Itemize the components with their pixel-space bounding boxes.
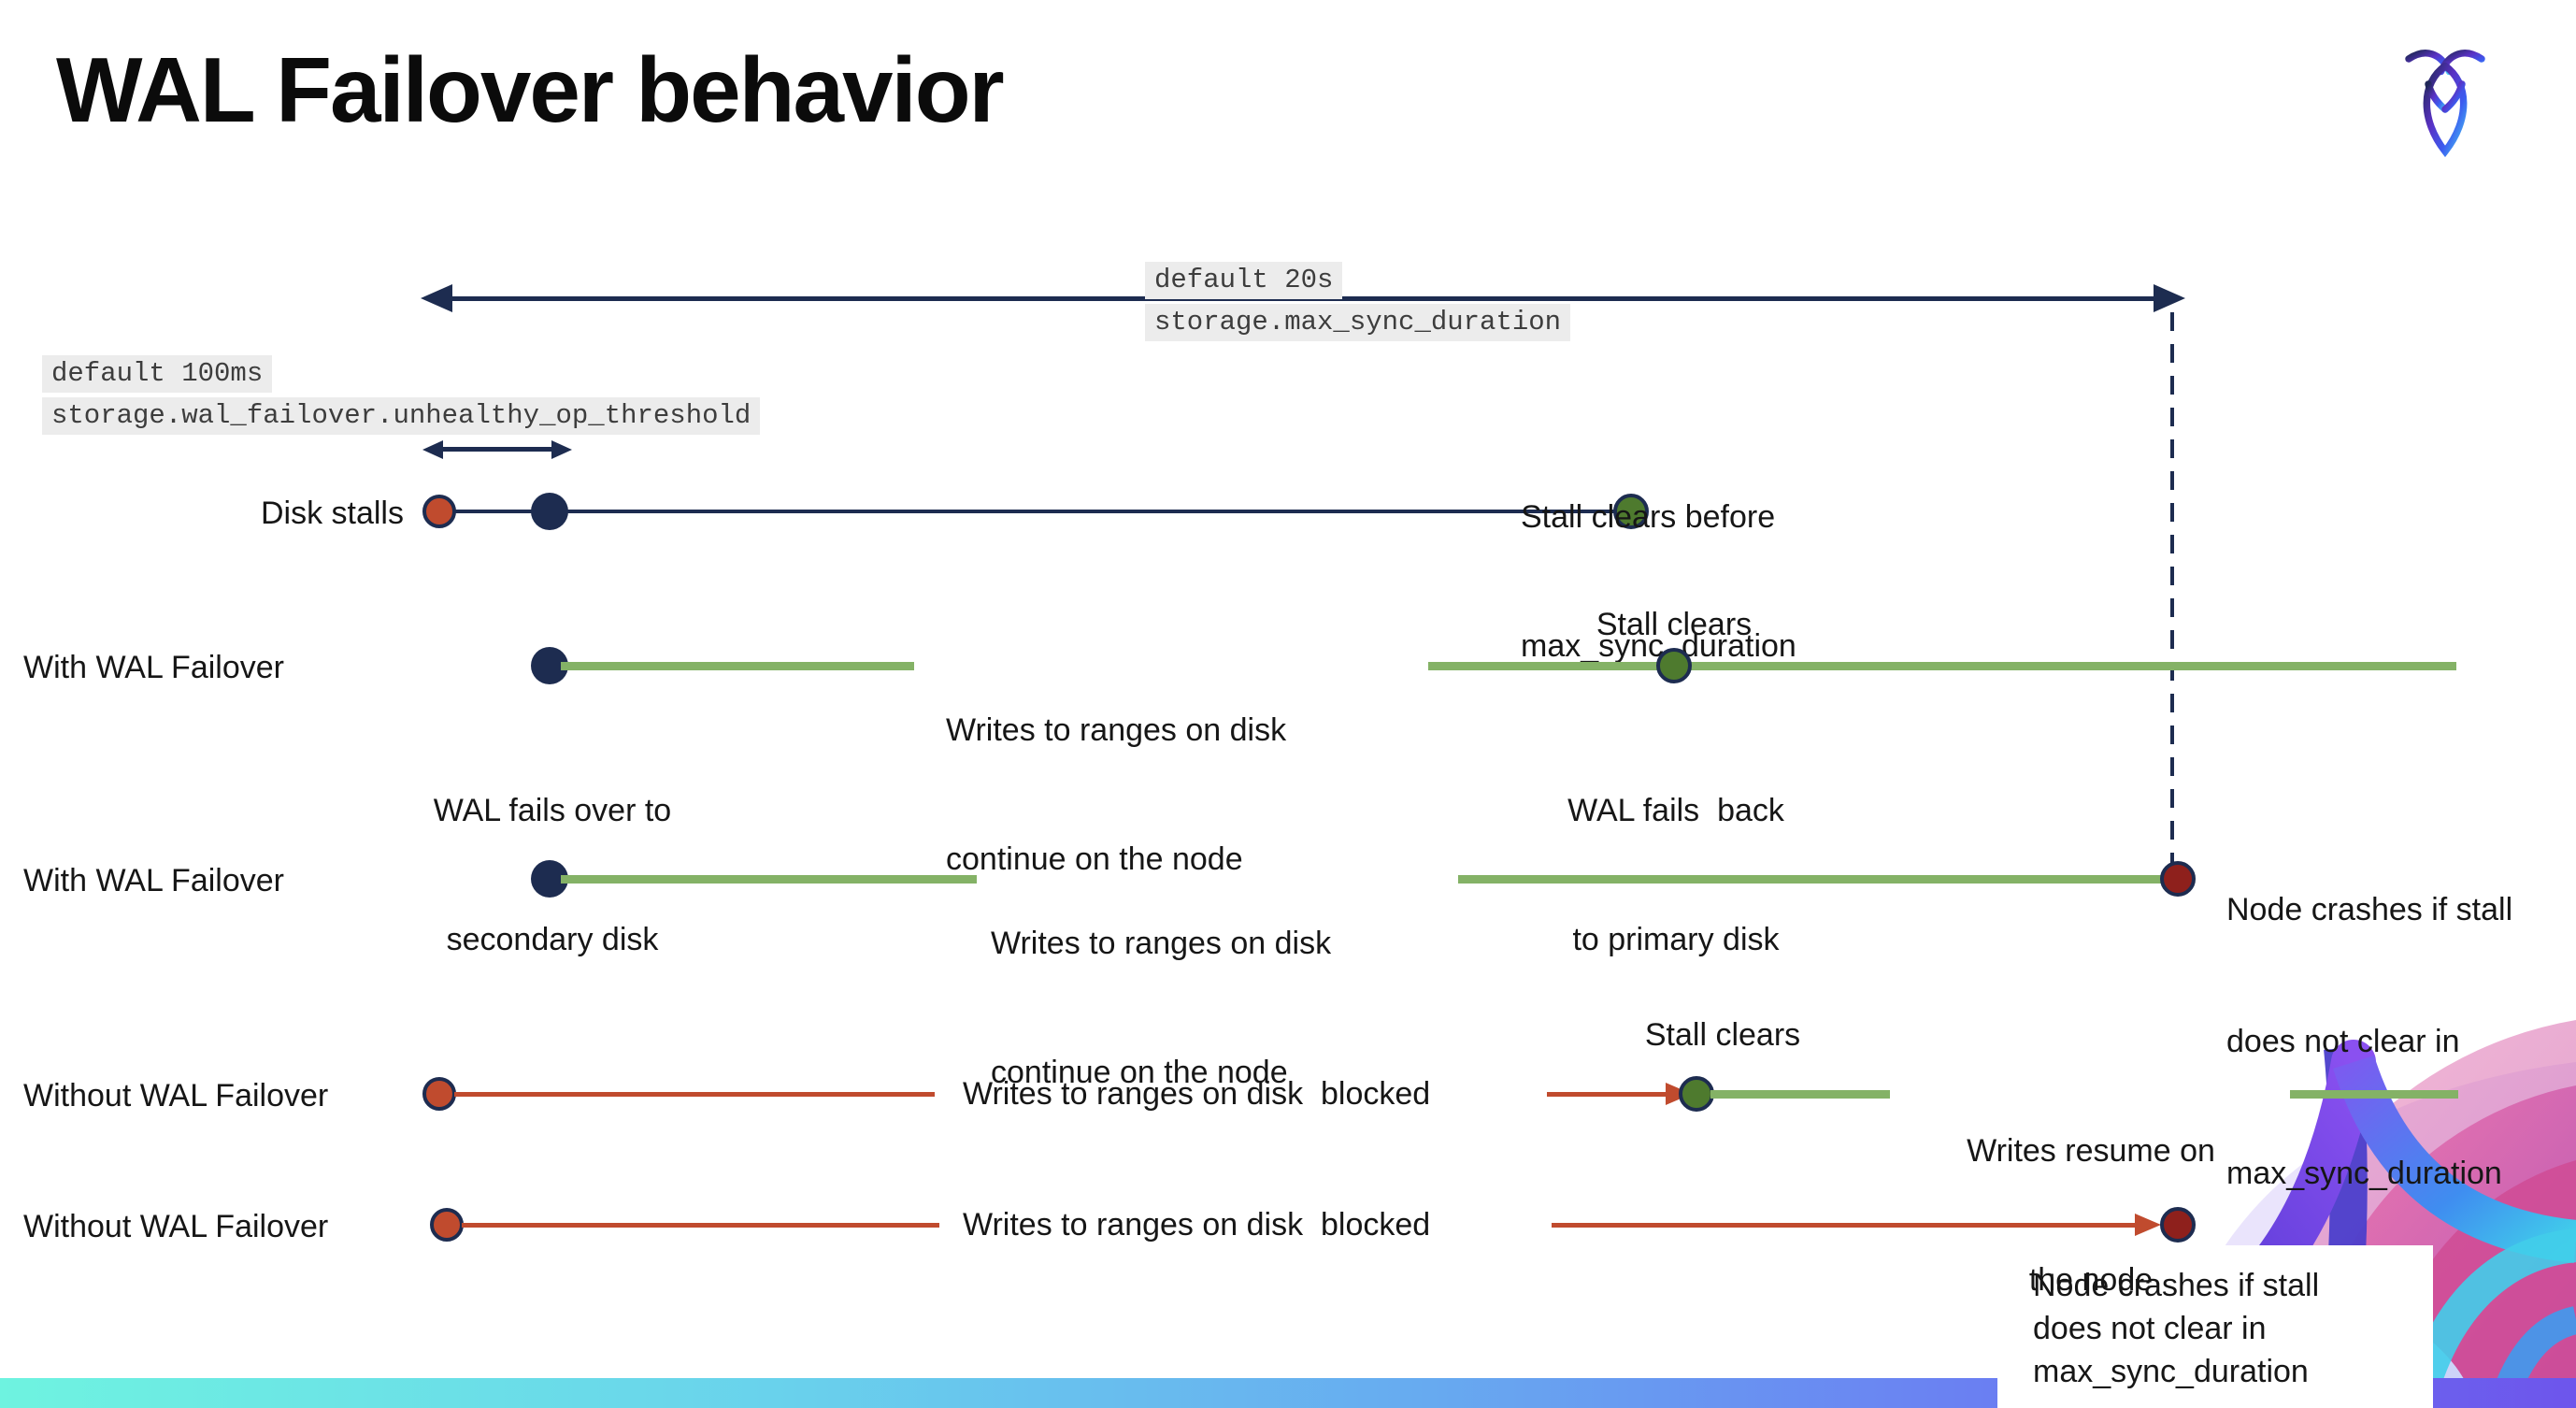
writes-continue-note: Writes to ranges on disk continue on the… [946,623,1286,967]
wal-fails-back-note: WAL fails back to primary disk [1505,703,1847,1047]
timeline-label-with-wal-failover: With WAL Failover [23,650,284,685]
note-line: does not clear in [2226,1024,2460,1059]
node-crash-dot [2160,861,2196,897]
note-line: continue on the node [991,1055,1288,1090]
threshold-arrowhead-right-icon [551,440,572,459]
slide-title: WAL Failover behavior [56,38,1005,141]
unhealthy-op-setting-tag: storage.wal_failover.unhealthy_op_thresh… [42,397,761,435]
max-sync-duration-callout: default 20s storage.max_sync_duration [1145,262,1571,346]
note-line: to primary disk [1572,922,1780,957]
stall-start-dot [422,1077,456,1111]
note-line: WAL fails over to [433,793,672,828]
node-crash-note-line: Node crashes if stall [2033,1268,2320,1303]
note-line: Writes resume on [1967,1133,2215,1169]
stall-start-dot [430,1208,464,1242]
stall-clears-note: Stall clears [1596,607,1753,642]
blocked-writes-line [1552,1223,2137,1228]
note-line: Writes to ranges on disk [991,926,1332,961]
resumed-writes-line [1710,1090,1890,1099]
max-sync-default-tag: default 20s [1145,262,1343,299]
note-line: Stall clears before [1521,499,1776,535]
note-line: the node [2028,1262,2154,1298]
threshold-arrowhead-left-icon [422,440,443,459]
node-crash-note-box: Node crashes if stall does not clear in … [1997,1245,2433,1408]
timeline-label-without-wal-failover: Without WAL Failover [23,1209,329,1244]
blocked-writes-line [454,1092,935,1097]
healthy-writes-line [1458,875,2161,884]
note-line: secondary disk [446,922,659,957]
healthy-writes-line [1428,662,2456,670]
timeline-label-with-wal-failover: With WAL Failover [23,863,284,898]
failover-trigger-dot [531,493,568,530]
node-crash-note: Node crashes if stall does not clear in … [2226,800,2512,1284]
writes-blocked-note: Writes to ranges on disk blocked [963,1076,1431,1112]
timeline-label-without-wal-failover: Without WAL Failover [23,1078,329,1113]
max-sync-timeout-dashed-line [2170,312,2174,864]
stall-clears-note: Stall clears [1644,1017,1801,1053]
unhealthy-op-default-tag: default 100ms [42,355,273,393]
wal-fails-over-note: WAL fails over to secondary disk [381,703,723,1047]
writes-continue-note: Writes to ranges on disk continue on the… [991,836,1331,1180]
blocked-arrowhead-icon [2135,1214,2161,1236]
resumed-writes-line [2290,1090,2458,1099]
note-line: Node crashes if stall [2226,892,2513,927]
note-line: WAL fails back [1567,793,1784,828]
stall-clears-dot [1656,648,1692,683]
node-crash-note-line: max_sync_duration [2033,1354,2309,1389]
note-line: Writes to ranges on disk [946,712,1287,748]
max-sync-setting-tag: storage.max_sync_duration [1145,304,1571,341]
arrowhead-right-icon [2154,284,2185,312]
writes-resume-note: Writes resume on the node [1923,1043,2259,1387]
timeline-label-disk-stalls: Disk stalls [260,496,404,531]
stall-clears-before-note: Stall clears before max_sync_duration [1521,409,1796,754]
note-line: max_sync_duration [2226,1156,2502,1191]
stall-clears-dot [1613,494,1649,529]
healthy-writes-line [561,662,914,670]
arrowhead-left-icon [421,284,452,312]
blocked-writes-line [462,1223,939,1228]
threshold-span-line [439,447,555,452]
healthy-writes-line [561,875,977,884]
disk-stall-timeline-line [439,510,1631,513]
unhealthy-op-threshold-callout: default 100ms storage.wal_failover.unhea… [42,355,761,439]
node-crash-note-line: does not clear in [2033,1311,2267,1346]
node-crash-dot [2160,1207,2196,1243]
cockroachdb-logo-icon [2405,50,2485,158]
note-line: continue on the node [946,841,1243,877]
writes-blocked-note: Writes to ranges on disk blocked [963,1207,1431,1243]
stall-start-dot [422,495,456,528]
stall-clears-dot [1679,1076,1714,1112]
blocked-writes-line [1547,1092,1668,1097]
